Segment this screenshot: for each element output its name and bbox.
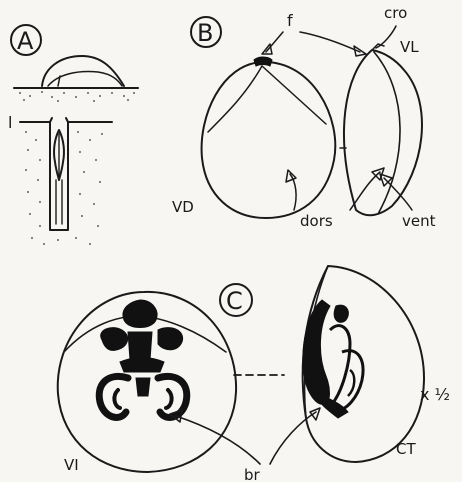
panel-c-leaders bbox=[170, 408, 320, 464]
label-cro: cro bbox=[384, 4, 407, 22]
panel-a-side-label: l bbox=[8, 113, 12, 132]
shell-cross-section bbox=[303, 266, 424, 462]
panel-b: B f cro VL bbox=[172, 4, 436, 230]
panel-a-letter: A bbox=[17, 27, 34, 55]
gill-structure-left bbox=[99, 300, 187, 417]
burrow-section bbox=[20, 118, 112, 230]
panel-a: A l bbox=[8, 25, 138, 245]
label-f: f bbox=[287, 11, 293, 30]
panel-c: C bbox=[58, 266, 450, 482]
label-vent: vent bbox=[402, 212, 436, 230]
shell-dorsal-view bbox=[202, 57, 336, 218]
label-vi: VI bbox=[64, 456, 79, 474]
clam-on-surface bbox=[14, 56, 138, 88]
label-br: br bbox=[244, 466, 261, 482]
label-ct: CT bbox=[396, 440, 416, 458]
panel-c-letter: C bbox=[226, 287, 243, 315]
label-vl: VL bbox=[400, 38, 419, 56]
shell-lateral-view bbox=[344, 44, 422, 215]
hinge-mark bbox=[254, 57, 272, 66]
panel-b-letter: B bbox=[197, 19, 213, 47]
label-dors: dors bbox=[300, 212, 333, 230]
surface-sediment-stipple bbox=[19, 91, 135, 102]
label-scale: x ½ bbox=[420, 385, 450, 404]
label-vd: VD bbox=[172, 198, 194, 216]
gill-structure-section bbox=[303, 300, 363, 418]
shell-internal-view bbox=[58, 292, 236, 472]
panel-b-leaders bbox=[262, 26, 412, 210]
